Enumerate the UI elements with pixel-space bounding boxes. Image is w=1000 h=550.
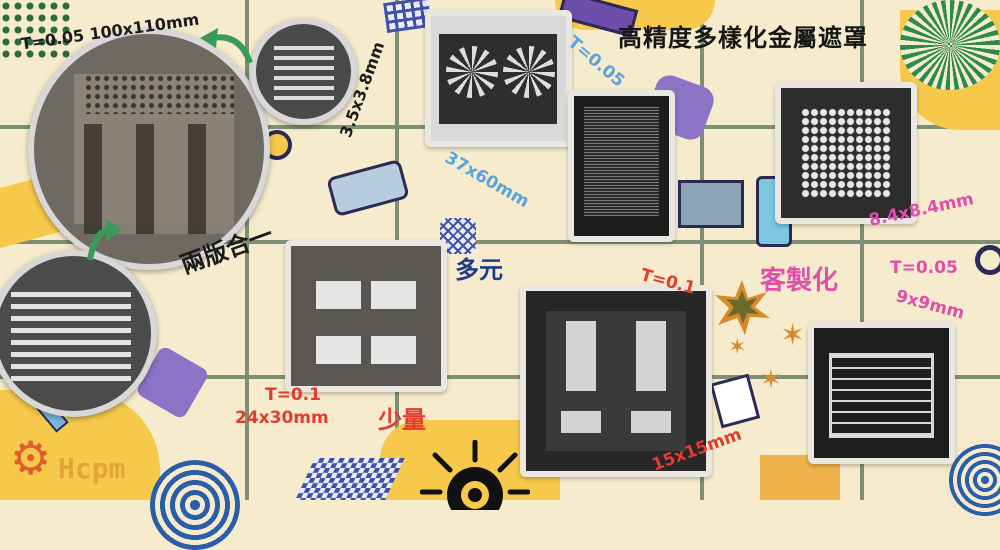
grid-line [245,0,249,500]
mask-x-pattern [84,74,234,114]
arrow-icon [200,28,260,68]
sparkle-icon: ✶ [780,318,806,353]
size-label: 9x9mm [893,286,967,324]
arrow-icon [80,215,125,265]
star-burst-icon [715,280,770,335]
radial-wheel-left [446,46,498,98]
thickness-label: T=0.1 [265,385,321,405]
grid-line [0,240,1000,244]
multi-label: 多元 [455,256,503,284]
page-title: 高精度多樣化金屬遮罩 [618,24,868,52]
comb-mask-photo [0,250,157,417]
heater-mask-photo [808,322,955,464]
grid-line [700,0,704,500]
custom-label: 客製化 [760,266,839,296]
box-icon [678,180,744,228]
grid-line [0,375,1000,379]
small-mask-detail-photo [250,18,357,125]
note-icon [709,373,761,429]
mesh-mask-photo [568,90,675,242]
small-qty-label: 少量 [378,406,426,434]
grid-line [860,0,864,500]
gear-icon: ⚙ [10,431,52,485]
grid-mask-photo [775,82,917,224]
size-label: 37x60mm [441,147,533,213]
ring-icon-right [975,245,1000,275]
radial-wheel-right [503,46,555,98]
rect-mask-photo [285,240,447,392]
large-mask-photo [28,28,270,270]
radial-mask-photo [425,10,572,147]
sparkle-icon: ✶ [728,335,747,360]
spiral-bottom [150,460,240,550]
dotted-pattern [0,0,70,60]
thickness-label: T=0.05 [890,258,958,278]
sparkle-icon: ✶ [760,365,782,395]
size-label: 24x30mm [235,408,329,428]
sensor-mask-photo [520,285,712,477]
brand-logo: Hcpm [58,452,126,485]
green-stripes [900,0,1000,90]
mask-openings [84,124,234,234]
